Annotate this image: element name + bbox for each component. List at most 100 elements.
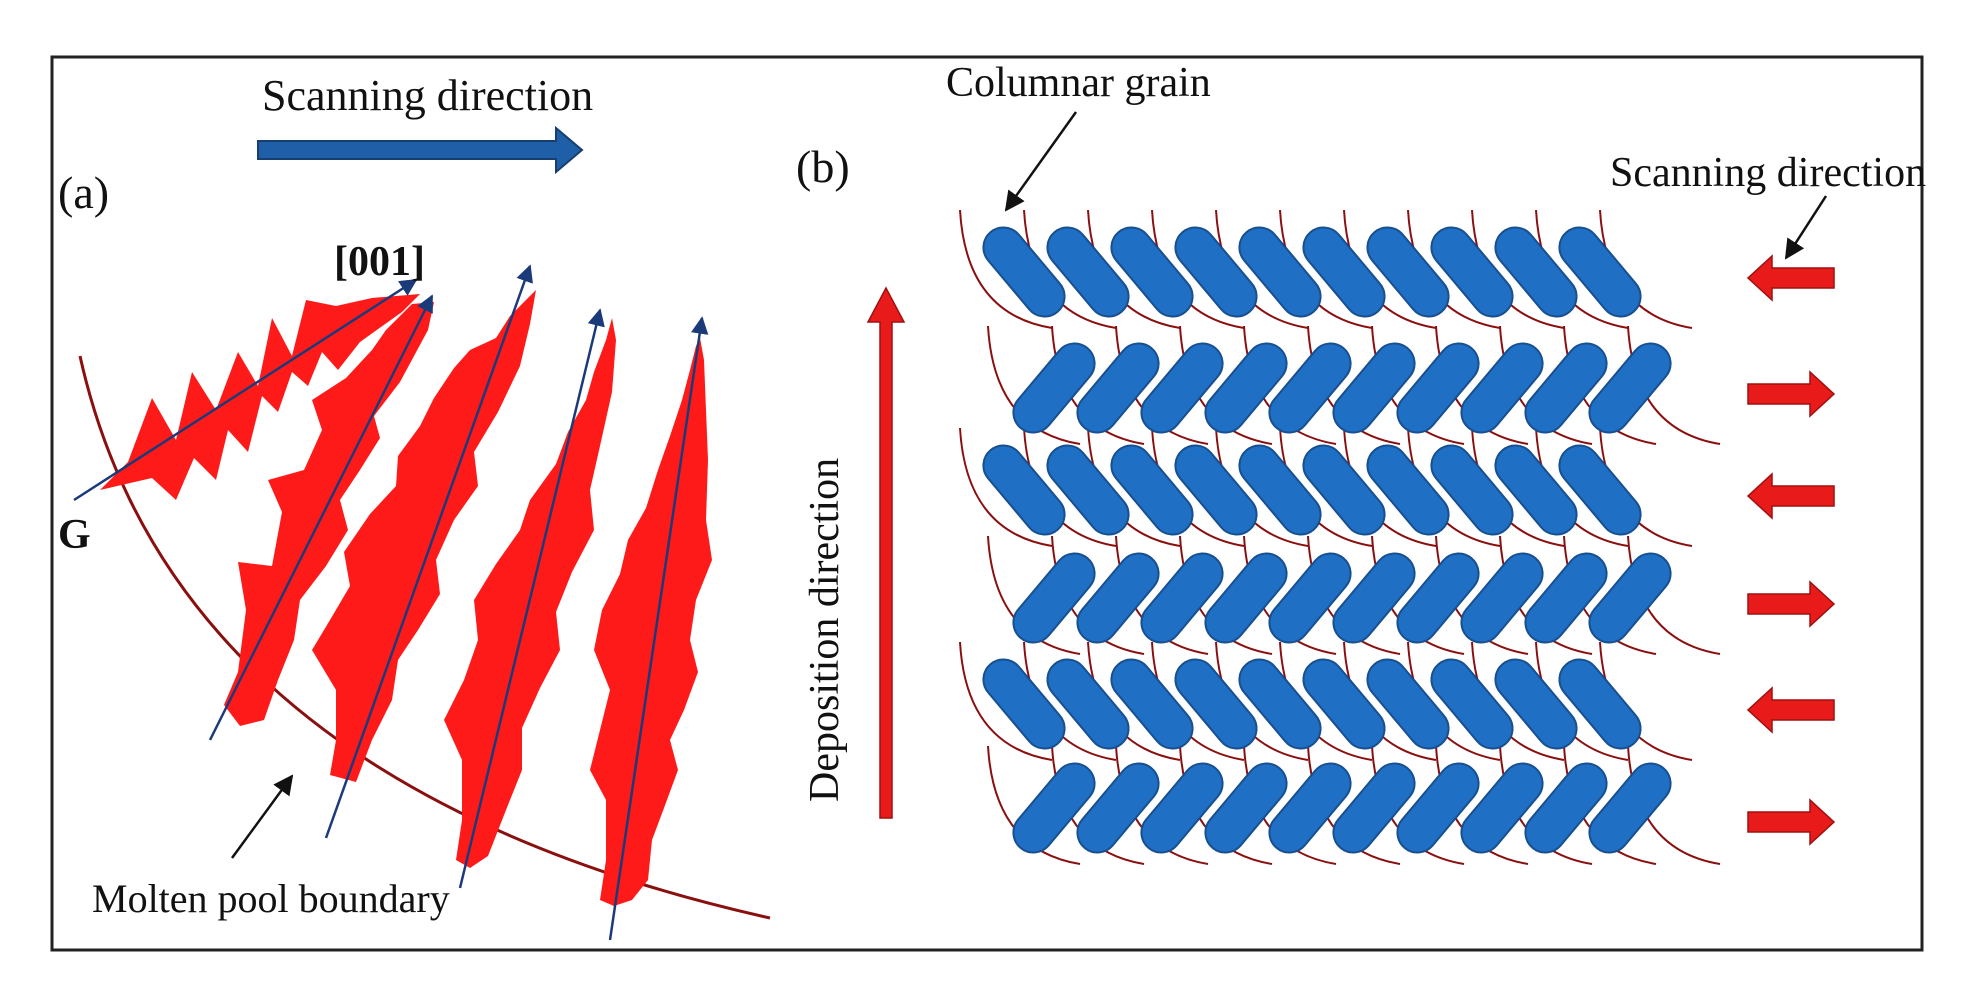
columnar-grain bbox=[1204, 552, 1288, 644]
columnar-grain bbox=[1332, 552, 1416, 644]
columnar-grain bbox=[1494, 658, 1578, 750]
columnar-grain-pointer-arrow bbox=[1004, 111, 1078, 212]
dendrite-3 bbox=[312, 290, 536, 782]
columnar-grain bbox=[1076, 762, 1160, 854]
columnar-grain bbox=[982, 658, 1066, 750]
orientation-lines bbox=[73, 264, 709, 941]
columnar-grain bbox=[1174, 658, 1258, 750]
columnar-grain bbox=[1430, 226, 1514, 318]
molten-pool-boundary-label: Molten pool boundary bbox=[92, 876, 450, 921]
layer-boundary-arc bbox=[1627, 325, 1721, 445]
columnar-grain bbox=[1012, 342, 1096, 434]
columnar-grain bbox=[1430, 658, 1514, 750]
columnar-grain bbox=[1302, 226, 1386, 318]
columnar-grain bbox=[1046, 226, 1130, 318]
panel-b-scanning-label: Scanning direction bbox=[1610, 150, 1926, 196]
columnar-grain bbox=[1460, 762, 1544, 854]
columnar-grain bbox=[1430, 444, 1514, 536]
columnar-grain bbox=[1524, 552, 1608, 644]
columnar-grain bbox=[1460, 552, 1544, 644]
columnar-grain bbox=[1012, 552, 1096, 644]
columnar-grain bbox=[1588, 552, 1672, 644]
columnar-grain bbox=[982, 226, 1066, 318]
boundary-pointer-arrow bbox=[230, 774, 294, 859]
panel-b-label: (b) bbox=[796, 141, 850, 192]
columnar-grain bbox=[1174, 226, 1258, 318]
columnar-grain bbox=[1268, 552, 1352, 644]
layer-boundary-arc bbox=[1627, 745, 1721, 865]
columnar-grain bbox=[1140, 342, 1224, 434]
columnar-grain bbox=[1494, 226, 1578, 318]
scan-arrow-right bbox=[1747, 580, 1836, 628]
columnar-grain bbox=[1140, 552, 1224, 644]
layer-boundary-arc bbox=[959, 427, 1053, 547]
columnar-grain bbox=[1558, 444, 1642, 536]
columnar-grain bbox=[1204, 342, 1288, 434]
columnar-grain bbox=[1302, 444, 1386, 536]
scan-arrow-left bbox=[1746, 254, 1835, 302]
columnar-grain bbox=[1524, 342, 1608, 434]
layer-boundary-arc bbox=[1627, 535, 1721, 655]
columnar-grain bbox=[1046, 658, 1130, 750]
orientation-line-1 bbox=[73, 278, 418, 502]
columnar-grain-label: Columnar grain bbox=[946, 60, 1211, 106]
orientation-label-001: [001] bbox=[334, 239, 425, 285]
gradient-label-g: G bbox=[58, 512, 91, 558]
dendrite-5 bbox=[590, 338, 712, 906]
columnar-grain bbox=[1396, 762, 1480, 854]
columnar-grain bbox=[1076, 342, 1160, 434]
columnar-grain bbox=[1494, 444, 1578, 536]
orientation-line-5 bbox=[608, 316, 709, 941]
dendrite-4 bbox=[444, 318, 616, 868]
scanning-direction-arrow-blue bbox=[257, 125, 584, 175]
columnar-grain bbox=[1396, 342, 1480, 434]
dendrite-1 bbox=[100, 294, 420, 500]
scan-arrow-left bbox=[1746, 686, 1835, 734]
columnar-grain bbox=[1588, 342, 1672, 434]
columnar-grain bbox=[1366, 658, 1450, 750]
dendrite-group bbox=[100, 290, 712, 906]
columnar-grain bbox=[1140, 762, 1224, 854]
columnar-grain bbox=[1238, 658, 1322, 750]
columnar-grain bbox=[1268, 762, 1352, 854]
columnar-grain bbox=[1204, 762, 1288, 854]
columnar-grain bbox=[1332, 342, 1416, 434]
columnar-grain bbox=[1396, 552, 1480, 644]
dendrite-2 bbox=[224, 302, 434, 726]
columnar-grain bbox=[1558, 226, 1642, 318]
layer-boundary-arc bbox=[959, 641, 1053, 761]
columnar-grain bbox=[1012, 762, 1096, 854]
columnar-grain bbox=[1558, 658, 1642, 750]
panel-a-scanning-label: Scanning direction bbox=[262, 71, 593, 120]
panel-b-scanning-pointer-arrow bbox=[1784, 195, 1828, 260]
deposition-direction-arrow bbox=[866, 286, 906, 819]
scan-arrow-right bbox=[1747, 798, 1836, 846]
columnar-grain bbox=[1460, 342, 1544, 434]
scan-direction-arrows bbox=[1746, 254, 1836, 846]
columnar-grain bbox=[1366, 444, 1450, 536]
orientation-line-4 bbox=[458, 308, 605, 889]
columnar-grain bbox=[1238, 444, 1322, 536]
columnar-grain bbox=[1238, 226, 1322, 318]
panel-b: (b) Columnar grain Scanning direction De… bbox=[796, 60, 1926, 865]
scan-arrow-right bbox=[1747, 370, 1836, 418]
panel-a-label: (a) bbox=[58, 167, 109, 218]
scan-arrow-left bbox=[1746, 472, 1835, 520]
columnar-grain bbox=[1268, 342, 1352, 434]
columnar-grain bbox=[1110, 658, 1194, 750]
columnar-grain bbox=[1332, 762, 1416, 854]
columnar-grain bbox=[1366, 226, 1450, 318]
columnar-grain bbox=[1524, 762, 1608, 854]
columnar-grain bbox=[1046, 444, 1130, 536]
columnar-grain bbox=[1110, 226, 1194, 318]
orientation-line-2 bbox=[208, 294, 434, 741]
columnar-grain bbox=[1110, 444, 1194, 536]
layer-boundary-arc bbox=[959, 209, 1053, 329]
columnar-grain-array bbox=[982, 226, 1672, 854]
columnar-grain bbox=[1588, 762, 1672, 854]
panel-a: (a) Scanning direction [001] G Molten po… bbox=[58, 71, 771, 941]
columnar-grain bbox=[1174, 444, 1258, 536]
deposition-direction-label: Deposition direction bbox=[802, 458, 848, 802]
columnar-grain bbox=[1076, 552, 1160, 644]
